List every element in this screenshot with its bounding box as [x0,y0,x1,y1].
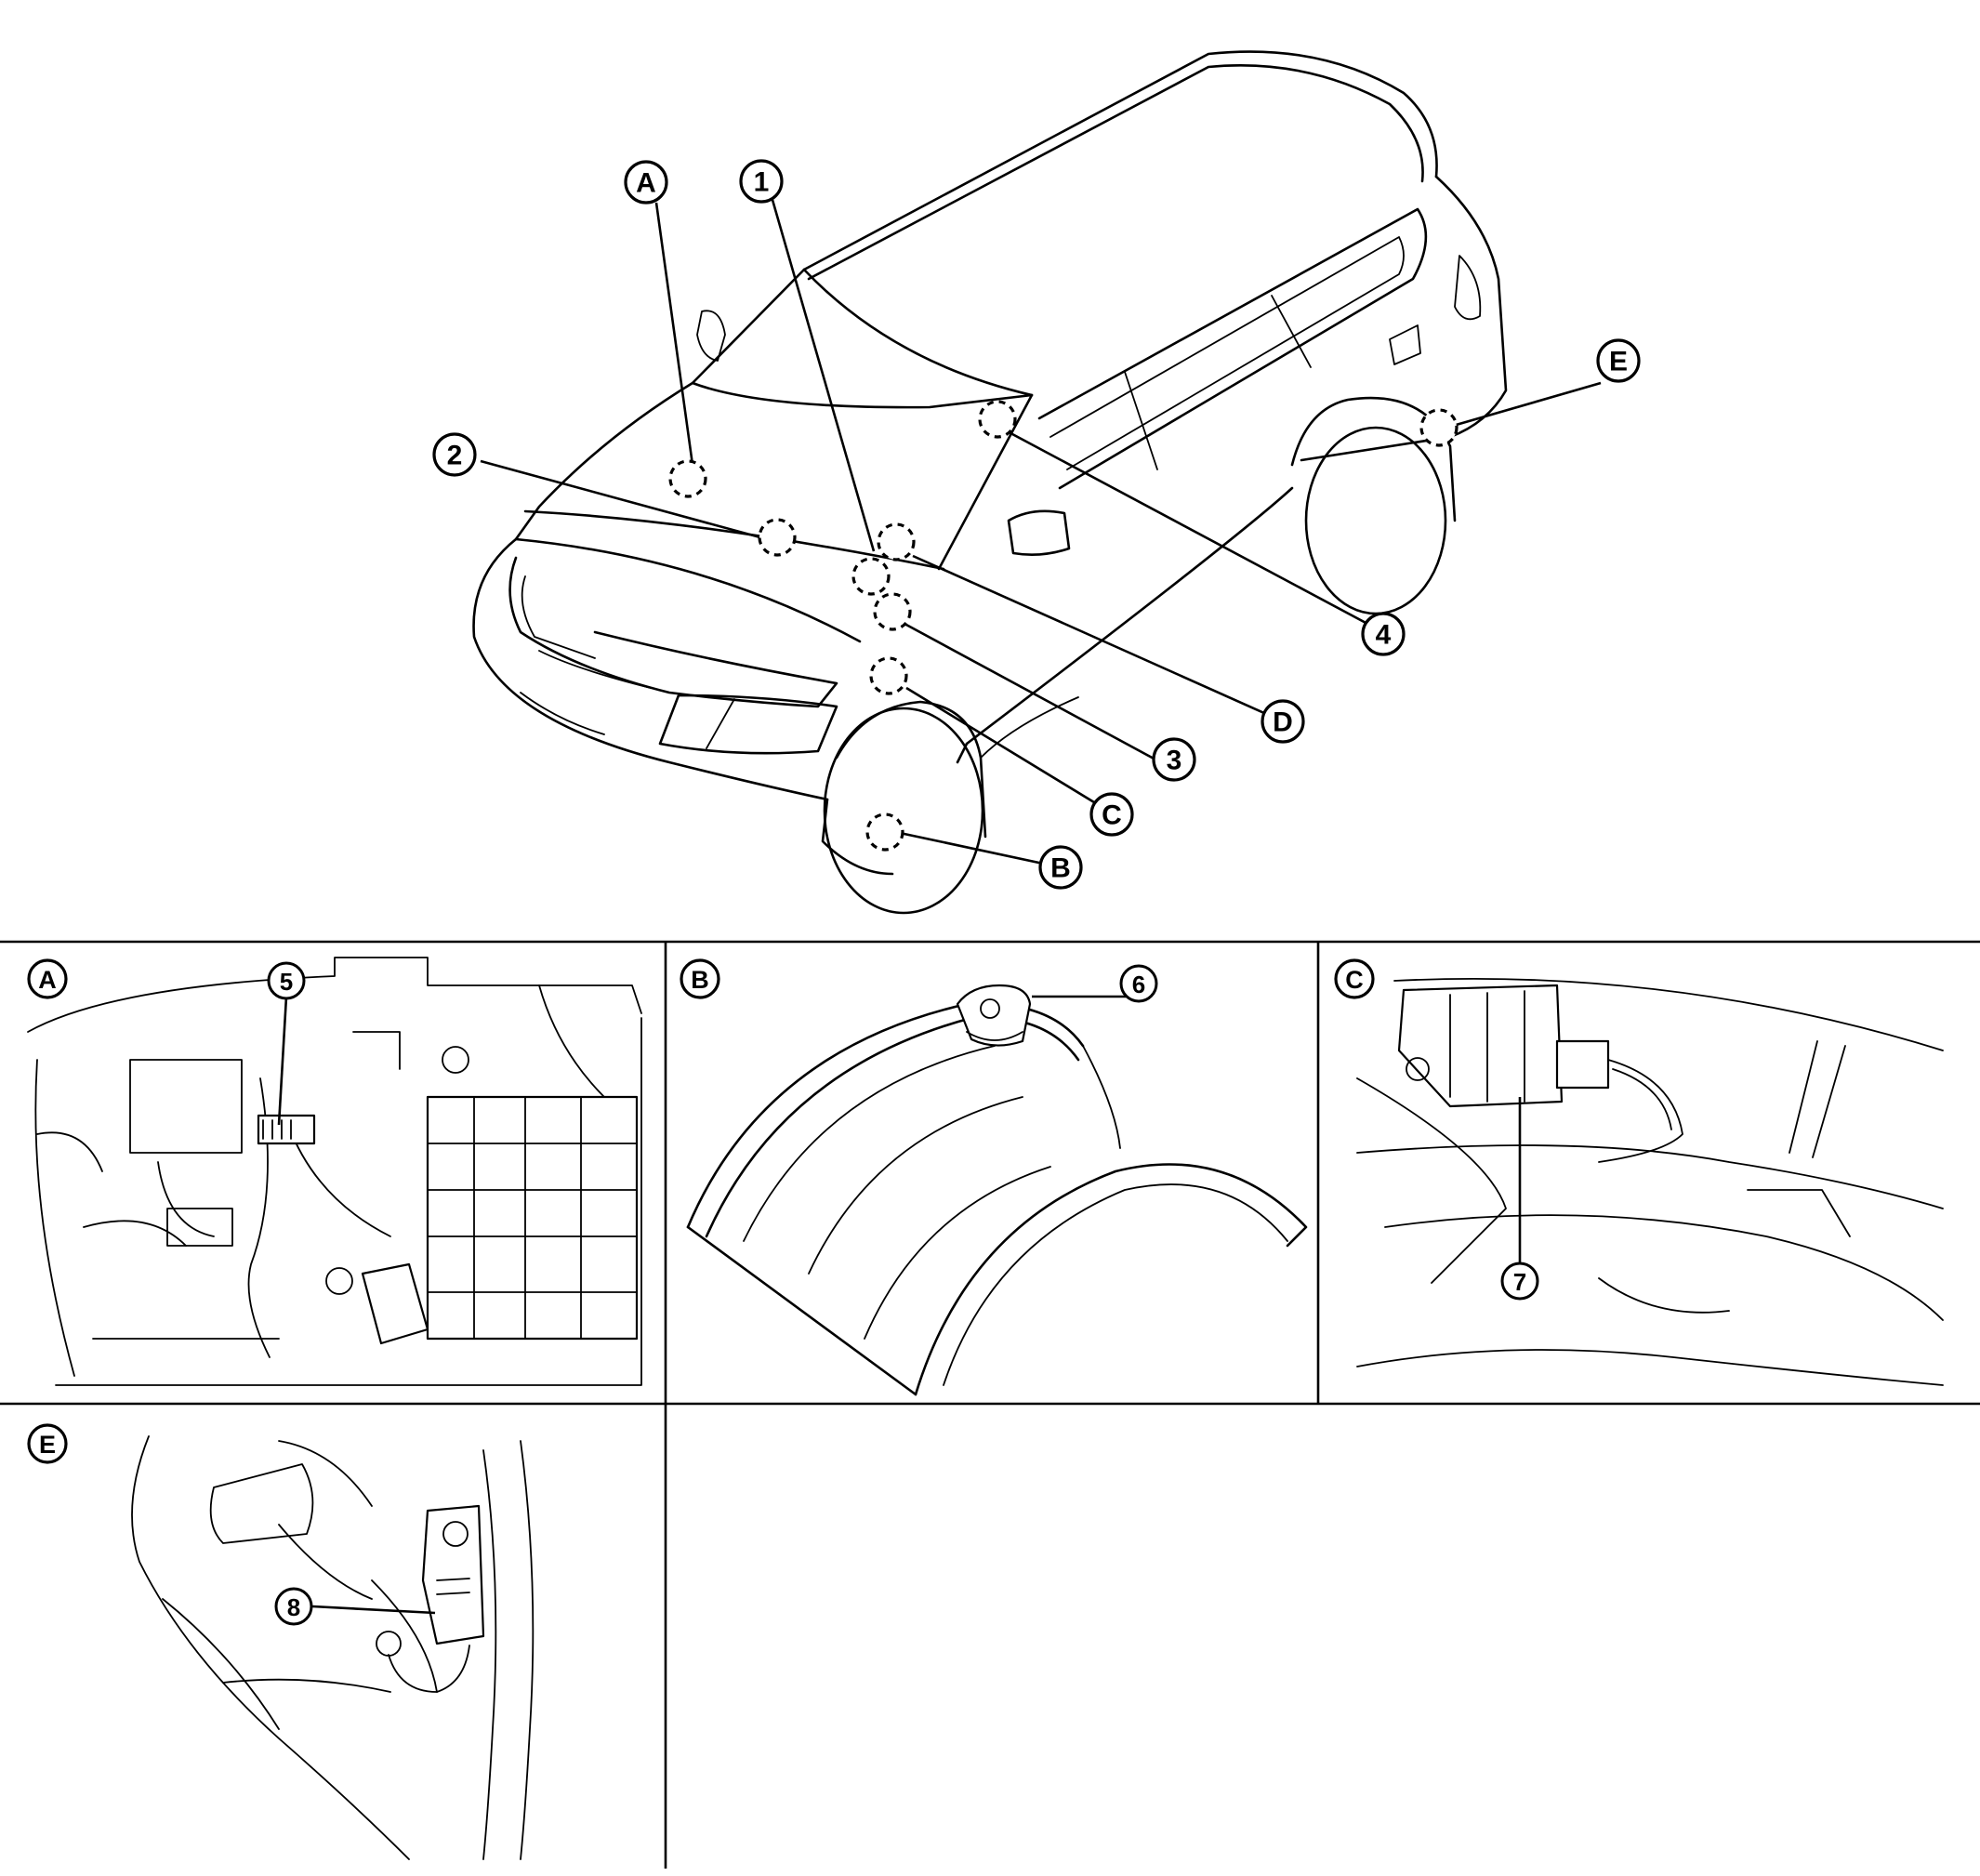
svg-text:6: 6 [1132,971,1145,998]
vehicle-outline [472,50,1508,915]
callout-b-label: B [1050,853,1071,884]
callout-1: 1 [739,159,784,204]
detail-panel-grid [0,940,1980,1869]
callout-3-label: 3 [1167,746,1182,776]
callout-1-label: 1 [754,167,770,198]
wheel-rim-illustration [686,984,1308,1396]
leader-lines [480,199,1602,869]
callout-d: D [1261,699,1305,744]
callout-c-label: C [1102,800,1122,831]
callout-4: 4 [1361,612,1406,656]
callout-d-label: D [1273,707,1293,738]
svg-text:7: 7 [1513,1268,1526,1296]
callout-3: 3 [1152,737,1196,782]
svg-text:B: B [691,966,709,994]
part-callout-8: 8 [274,1587,313,1626]
part-callout-5: 5 [267,961,306,1000]
callout-a-label: A [636,168,656,199]
svg-text:C: C [1345,966,1364,994]
callout-a: A [624,160,668,205]
detail-panel-b: B 6 [680,958,1308,1396]
svg-text:E: E [39,1431,56,1459]
rear-wheel-house-illustration [131,1435,535,1860]
location-marker-c [869,656,908,695]
location-marker-d [877,522,916,561]
location-marker-b [865,812,904,852]
svg-text:5: 5 [280,968,293,996]
svg-text:A: A [38,966,57,994]
detail-panel-e: E 8 [27,1423,535,1860]
callout-b: B [1038,845,1083,890]
location-marker-1 [851,557,891,596]
part-callout-6: 6 [1119,964,1158,1003]
panel-b-label: B [680,958,720,999]
callout-4-label: 4 [1376,620,1392,651]
engine-bay-illustration [27,957,642,1386]
callout-e: E [1596,338,1641,383]
panel-a-label: A [27,958,68,999]
location-markers [668,400,1459,852]
callout-2: 2 [432,432,477,477]
callout-e-label: E [1609,347,1628,377]
location-marker-2 [758,518,797,557]
detail-panel-c: C 7 [1334,958,1944,1386]
location-marker-4 [978,400,1017,439]
callout-2-label: 2 [447,441,463,471]
panel-c-label: C [1334,958,1375,999]
part-callout-7: 7 [1500,1262,1539,1301]
svg-text:8: 8 [287,1593,300,1621]
location-marker-a [668,459,707,498]
front-bumper-illustration [1356,977,1944,1386]
detail-panel-a: A [27,957,642,1386]
location-marker-e [1419,408,1459,447]
callout-c: C [1089,792,1134,837]
location-marker-3 [873,592,912,631]
panel-e-label: E [27,1423,68,1464]
